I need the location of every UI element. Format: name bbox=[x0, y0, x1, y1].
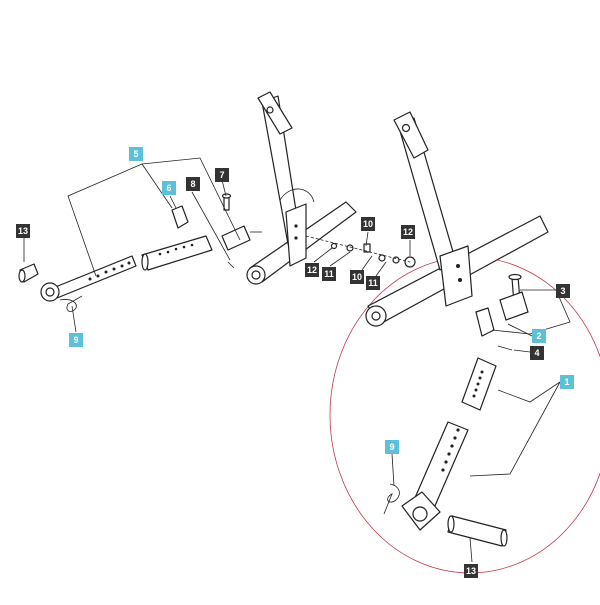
callout-10: 10 bbox=[350, 270, 364, 284]
callout-11: 11 bbox=[366, 276, 380, 290]
callout-13: 13 bbox=[16, 224, 30, 238]
callout-8: 8 bbox=[186, 177, 200, 191]
detail-lift-rod bbox=[383, 273, 529, 547]
callout-12: 12 bbox=[401, 225, 415, 239]
left-lower-link-arm bbox=[246, 91, 416, 285]
right-lower-link-arm bbox=[365, 111, 549, 327]
callout-1: 1 bbox=[560, 375, 574, 389]
callout-6: 6 bbox=[162, 181, 176, 195]
callout-9: 9 bbox=[69, 333, 83, 347]
callout-5: 5 bbox=[129, 147, 143, 161]
callout-7: 7 bbox=[215, 168, 229, 182]
callout-12: 12 bbox=[305, 263, 319, 277]
callout-3: 3 bbox=[556, 284, 570, 298]
left-lift-rod bbox=[18, 193, 262, 312]
leader-lines bbox=[23, 157, 571, 563]
callout-4: 4 bbox=[530, 346, 544, 360]
callout-2: 2 bbox=[532, 329, 546, 343]
callout-11: 11 bbox=[322, 267, 336, 281]
callout-13: 13 bbox=[464, 564, 478, 578]
callout-10: 10 bbox=[361, 217, 375, 231]
callout-9: 9 bbox=[385, 440, 399, 454]
